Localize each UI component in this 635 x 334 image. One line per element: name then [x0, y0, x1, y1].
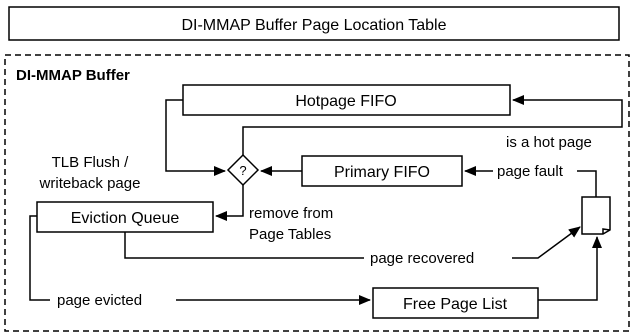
annotation-page-fault: page fault	[497, 163, 564, 180]
decision-symbol: ?	[239, 163, 246, 178]
annotation-tlb-flush: TLB Flush /	[52, 154, 130, 171]
edge-page-recovered-b	[512, 226, 581, 259]
annotation-page-recovered: page recovered	[370, 250, 474, 267]
buffer-region	[4, 54, 630, 332]
annotation-remove-from: remove from	[249, 205, 333, 222]
eviction-queue-label: Eviction Queue	[71, 210, 180, 227]
page-location-table-box	[8, 6, 620, 41]
buffer-label: DI-MMAP Buffer	[16, 67, 130, 84]
primary-fifo-label: Primary FIFO	[334, 164, 430, 181]
edge-free-to-page	[538, 236, 602, 301]
edge-page-recovered-a	[124, 232, 364, 259]
edge-page-evicted-a	[29, 215, 50, 301]
edge-page-fault-a	[577, 170, 597, 197]
annotation-is-hot-page: is a hot page	[506, 134, 592, 151]
page-location-table-title: DI-MMAP Buffer Page Location Table	[181, 17, 446, 34]
primary-fifo-box	[301, 155, 463, 187]
edge-hot-page	[242, 95, 623, 155]
page-icon	[581, 196, 611, 235]
free-page-list-box	[372, 287, 539, 319]
hotpage-fifo-label: Hotpage FIFO	[295, 93, 396, 110]
hotpage-fifo-box	[182, 84, 511, 116]
edge-decision-to-eviction	[215, 185, 244, 221]
page-icon-fold	[602, 228, 611, 234]
annotation-page-tables: Page Tables	[249, 226, 331, 243]
annotation-page-evicted: page evicted	[57, 292, 142, 309]
free-page-list-label: Free Page List	[403, 296, 508, 313]
eviction-queue-box	[36, 201, 214, 233]
annotation-writeback-page: writeback page	[39, 175, 141, 192]
edge-hotpage-to-decision	[165, 99, 226, 176]
